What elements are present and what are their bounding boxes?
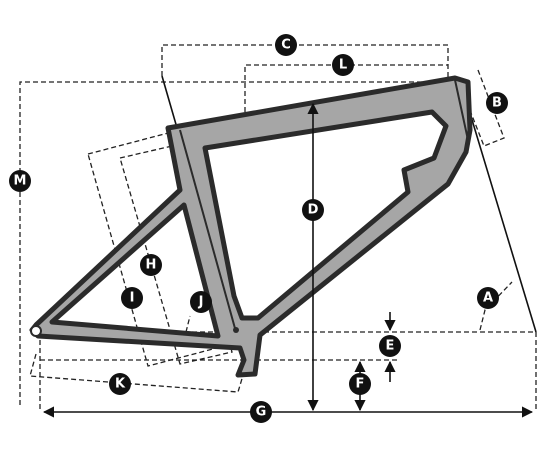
badge-e: E <box>379 335 401 357</box>
frame-front-triangle <box>29 75 473 378</box>
badge-f-label: F <box>356 377 365 392</box>
badge-c: C <box>275 34 297 56</box>
badge-c-label: C <box>281 38 291 53</box>
badge-j-label: J <box>198 295 204 310</box>
badge-b-label: B <box>492 96 502 111</box>
badge-k: K <box>109 373 131 395</box>
badge-j: J <box>190 291 212 313</box>
badge-h-label: H <box>146 258 157 273</box>
bottom-bracket <box>233 327 239 333</box>
guide-c-top <box>161 44 449 80</box>
guide-k-box <box>29 353 245 393</box>
badge-l: L <box>332 54 354 76</box>
badge-g-label: G <box>256 405 267 420</box>
badge-d-label: D <box>308 203 319 218</box>
guide-a-angle <box>479 281 513 331</box>
rear-dropout <box>30 325 42 337</box>
guide-j-stub <box>185 315 191 333</box>
badge-g: G <box>250 401 272 423</box>
badges: A B C D E F G H I J K L M <box>9 34 508 423</box>
dimension-arrows <box>42 102 534 418</box>
badge-m: M <box>9 170 31 192</box>
seat-tube-edge <box>179 129 237 333</box>
badge-a-label: A <box>483 291 493 306</box>
head-angle-line <box>459 79 537 333</box>
badge-i: I <box>121 287 143 309</box>
badge-k-label: K <box>115 377 126 392</box>
guide-m-left <box>19 81 440 405</box>
badge-h: H <box>140 254 162 276</box>
badge-i-label: I <box>130 291 135 306</box>
guide-i-box <box>119 145 233 365</box>
badge-m-label: M <box>14 174 27 189</box>
guide-g-verticals <box>39 332 537 412</box>
head-tube-edge <box>454 79 469 141</box>
badge-a: A <box>477 287 499 309</box>
badge-l-label: L <box>339 58 347 73</box>
badge-e-label: E <box>386 339 395 354</box>
badge-d: D <box>302 199 324 221</box>
bike-frame <box>29 75 473 378</box>
badge-f: F <box>349 373 371 395</box>
badge-b: B <box>486 92 508 114</box>
